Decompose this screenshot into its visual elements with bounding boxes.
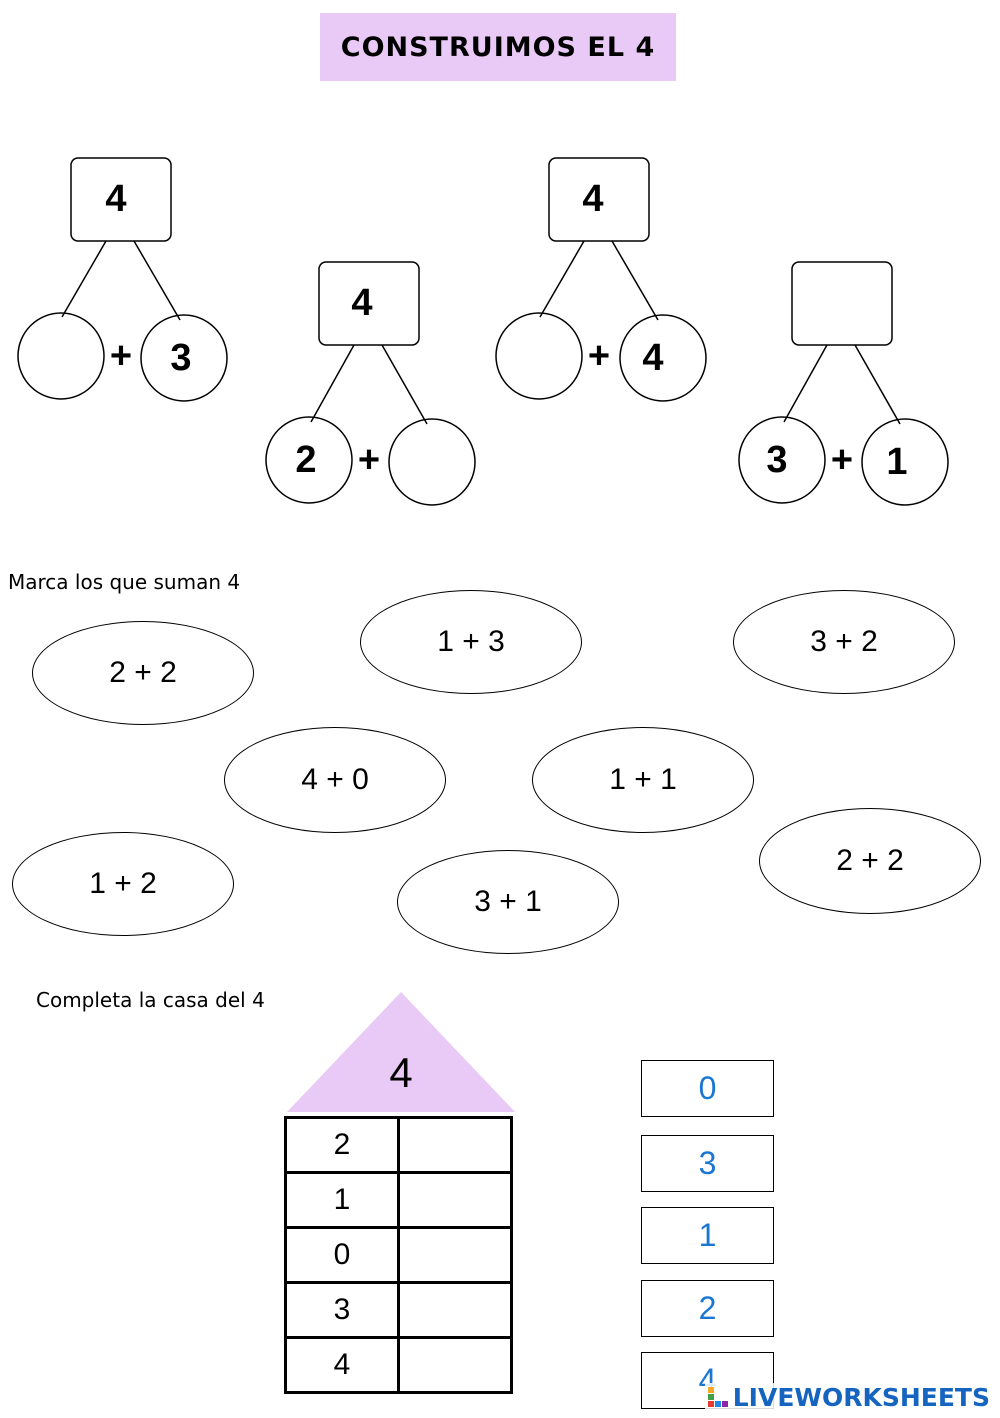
bond-1-left-input[interactable] (18, 313, 104, 399)
sum-option-oval[interactable]: 4 + 0 (224, 727, 446, 833)
bond-2-top-box (318, 261, 420, 346)
bond-4-right-circle (861, 418, 949, 506)
bond-3-right-circle (619, 314, 707, 402)
bond-3-left-circle (495, 312, 583, 400)
sum-option-oval[interactable]: 3 + 1 (397, 850, 619, 954)
bond-4-left-circle (738, 416, 826, 504)
house-drop-cell[interactable] (397, 1171, 513, 1229)
house-roof (287, 992, 515, 1112)
house-row: 3 (284, 1281, 513, 1339)
house-row: 4 (284, 1336, 513, 1394)
house-table: 2 1 0 3 4 (284, 1116, 513, 1394)
bond-2-top-value: 4 (351, 282, 373, 324)
bond-1-top-box (70, 157, 172, 242)
bond-2-left-value: 2 (295, 438, 317, 481)
bond-3-plus: + (587, 334, 611, 377)
house-left-value: 0 (284, 1226, 400, 1284)
bond-1-left-circle (17, 312, 105, 400)
house-drop-cell[interactable] (397, 1281, 513, 1339)
bond-3-top-value: 4 (582, 178, 604, 220)
house-drop-cell[interactable] (397, 1226, 513, 1284)
bond-4-top-box (791, 261, 893, 346)
bond-1-top-value: 4 (105, 178, 127, 220)
house-left-value: 2 (284, 1116, 400, 1174)
sum-option-oval[interactable]: 1 + 2 (12, 832, 234, 936)
bond-1-right-value: 3 (170, 336, 192, 379)
bond-3-top-box (548, 157, 650, 242)
house-row: 0 (284, 1226, 513, 1284)
draggable-answer-box[interactable]: 3 (641, 1135, 774, 1192)
draggable-answer-box[interactable]: 1 (641, 1207, 774, 1264)
draggable-answer-box[interactable]: 2 (641, 1280, 774, 1337)
house-drop-cell[interactable] (397, 1336, 513, 1394)
bond-2-right-input[interactable] (389, 419, 475, 505)
page-title-text: CONSTRUIMOS EL 4 (340, 31, 656, 63)
sum-option-oval[interactable]: 2 + 2 (759, 808, 981, 914)
house-drop-cell[interactable] (397, 1116, 513, 1174)
house-left-value: 3 (284, 1281, 400, 1339)
sum-option-oval[interactable]: 3 + 2 (733, 590, 955, 694)
sum-option-oval[interactable]: 1 + 3 (360, 590, 582, 694)
house-row: 2 (284, 1116, 513, 1174)
bond-2-right-circle (388, 418, 476, 506)
page-title: CONSTRUIMOS EL 4 (320, 13, 676, 81)
sum-option-oval[interactable]: 1 + 1 (532, 727, 754, 833)
house-left-value: 4 (284, 1336, 400, 1394)
bond-4-right-value: 1 (886, 440, 908, 483)
bond-4-left-value: 3 (766, 438, 788, 481)
house-left-value: 1 (284, 1171, 400, 1229)
bond-1-plus: + (109, 334, 133, 377)
bond-1-right-circle (140, 314, 228, 402)
bond-3-right-value: 4 (642, 336, 664, 379)
bond-2-left-circle (265, 416, 353, 504)
number-bonds-diagram (17, 157, 949, 506)
house-roof-number: 4 (389, 1049, 413, 1096)
mark-section-label: Marca los que suman 4 (8, 570, 241, 594)
draggable-answer-box[interactable]: 0 (641, 1060, 774, 1117)
bond-4-top-input[interactable] (792, 262, 892, 345)
liveworksheets-logo-text: LIVEWORKSHEETS (732, 1383, 990, 1412)
liveworksheets-logo-icon (707, 1386, 728, 1407)
sum-option-oval[interactable]: 2 + 2 (32, 621, 254, 725)
house-row: 1 (284, 1171, 513, 1229)
bond-2-plus: + (357, 438, 381, 481)
liveworksheets-logo: LIVEWORKSHEETS (704, 1383, 992, 1412)
bond-3-left-input[interactable] (496, 313, 582, 399)
house-section-label: Completa la casa del 4 (36, 988, 265, 1012)
bond-4-plus: + (830, 438, 854, 481)
